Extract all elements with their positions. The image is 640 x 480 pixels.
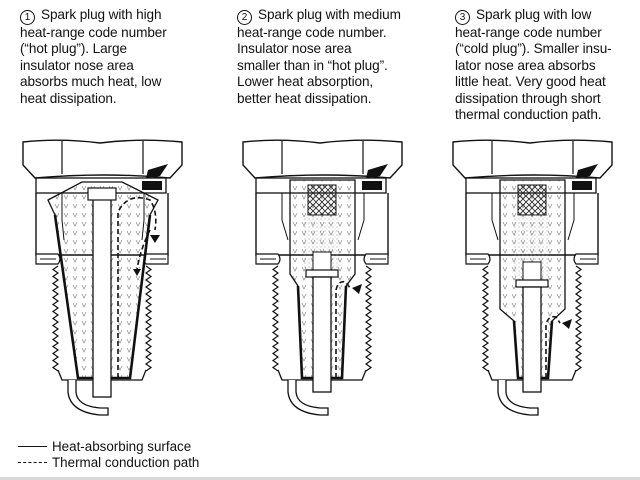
thermal-conduction-path — [117, 196, 157, 378]
shell-inner-right — [357, 193, 365, 241]
collar-dark — [142, 181, 162, 190]
thread-left — [481, 265, 490, 372]
thread-left — [271, 265, 280, 372]
hex-nut — [452, 139, 613, 179]
legend-item-conduction-path: Thermal conduction path — [18, 455, 199, 471]
spark-plug-hot — [22, 139, 183, 416]
arrow-head — [562, 319, 572, 329]
shell-inner-left — [61, 193, 65, 241]
legend-label-heat-absorbing: Heat-absorbing surface — [52, 439, 192, 454]
legend-dashed-line-icon — [18, 462, 47, 463]
hex-nut — [242, 139, 403, 179]
spark-plug-cold — [452, 139, 613, 416]
collar-dark — [572, 181, 592, 190]
electrode-terminal — [312, 251, 332, 271]
resistor-mesh — [517, 184, 547, 216]
thread-right — [144, 265, 153, 372]
caption-text-hot-plug: Spark plug with high heat-range code num… — [20, 7, 167, 106]
resistor-mesh — [307, 184, 337, 216]
shell-inner-right — [141, 193, 145, 241]
center-electrode — [92, 196, 112, 398]
center-electrode — [312, 276, 332, 393]
shell-inner-right — [567, 193, 575, 241]
panel-number-3: 3 — [455, 10, 470, 25]
ground-electrode — [497, 380, 539, 416]
arrow-head — [352, 284, 362, 294]
bottom-border — [0, 477, 640, 480]
hex-nut — [22, 139, 183, 179]
legend-solid-line-icon — [18, 446, 47, 447]
electrode-head — [515, 279, 549, 288]
gasket-dark — [146, 164, 168, 178]
shell-inner-left — [281, 193, 289, 241]
caption-text-medium-plug: Spark plug with medium heat-range code n… — [237, 7, 401, 106]
collar-dark — [362, 181, 382, 190]
shell-inner-left — [491, 193, 499, 241]
legend-item-heat-absorbing: Heat-absorbing surface — [18, 439, 191, 455]
electrode-head — [305, 269, 339, 278]
thread-right — [574, 265, 583, 372]
center-electrode — [522, 286, 542, 393]
panel-number-1: 1 — [20, 10, 35, 25]
thermal-conduction-path — [335, 280, 351, 378]
caption-text-cold-plug: Spark plug with low heat-range code numb… — [455, 7, 612, 123]
legend-label-conduction-path: Thermal conduction path — [52, 455, 200, 470]
arrow-head-1 — [150, 235, 160, 243]
thermal-conduction-path — [545, 315, 561, 378]
electrode-terminal — [522, 261, 542, 281]
gasket-dark — [366, 164, 388, 178]
spark-plug-medium — [242, 139, 403, 416]
arrow-head-2 — [133, 269, 141, 276]
ground-electrode — [67, 380, 109, 416]
thread-left — [51, 265, 60, 372]
ground-electrode — [287, 380, 329, 416]
thread-right — [364, 265, 373, 372]
panel-number-2: 2 — [237, 10, 252, 25]
electrode-head — [87, 187, 117, 201]
gasket-dark — [576, 164, 598, 178]
